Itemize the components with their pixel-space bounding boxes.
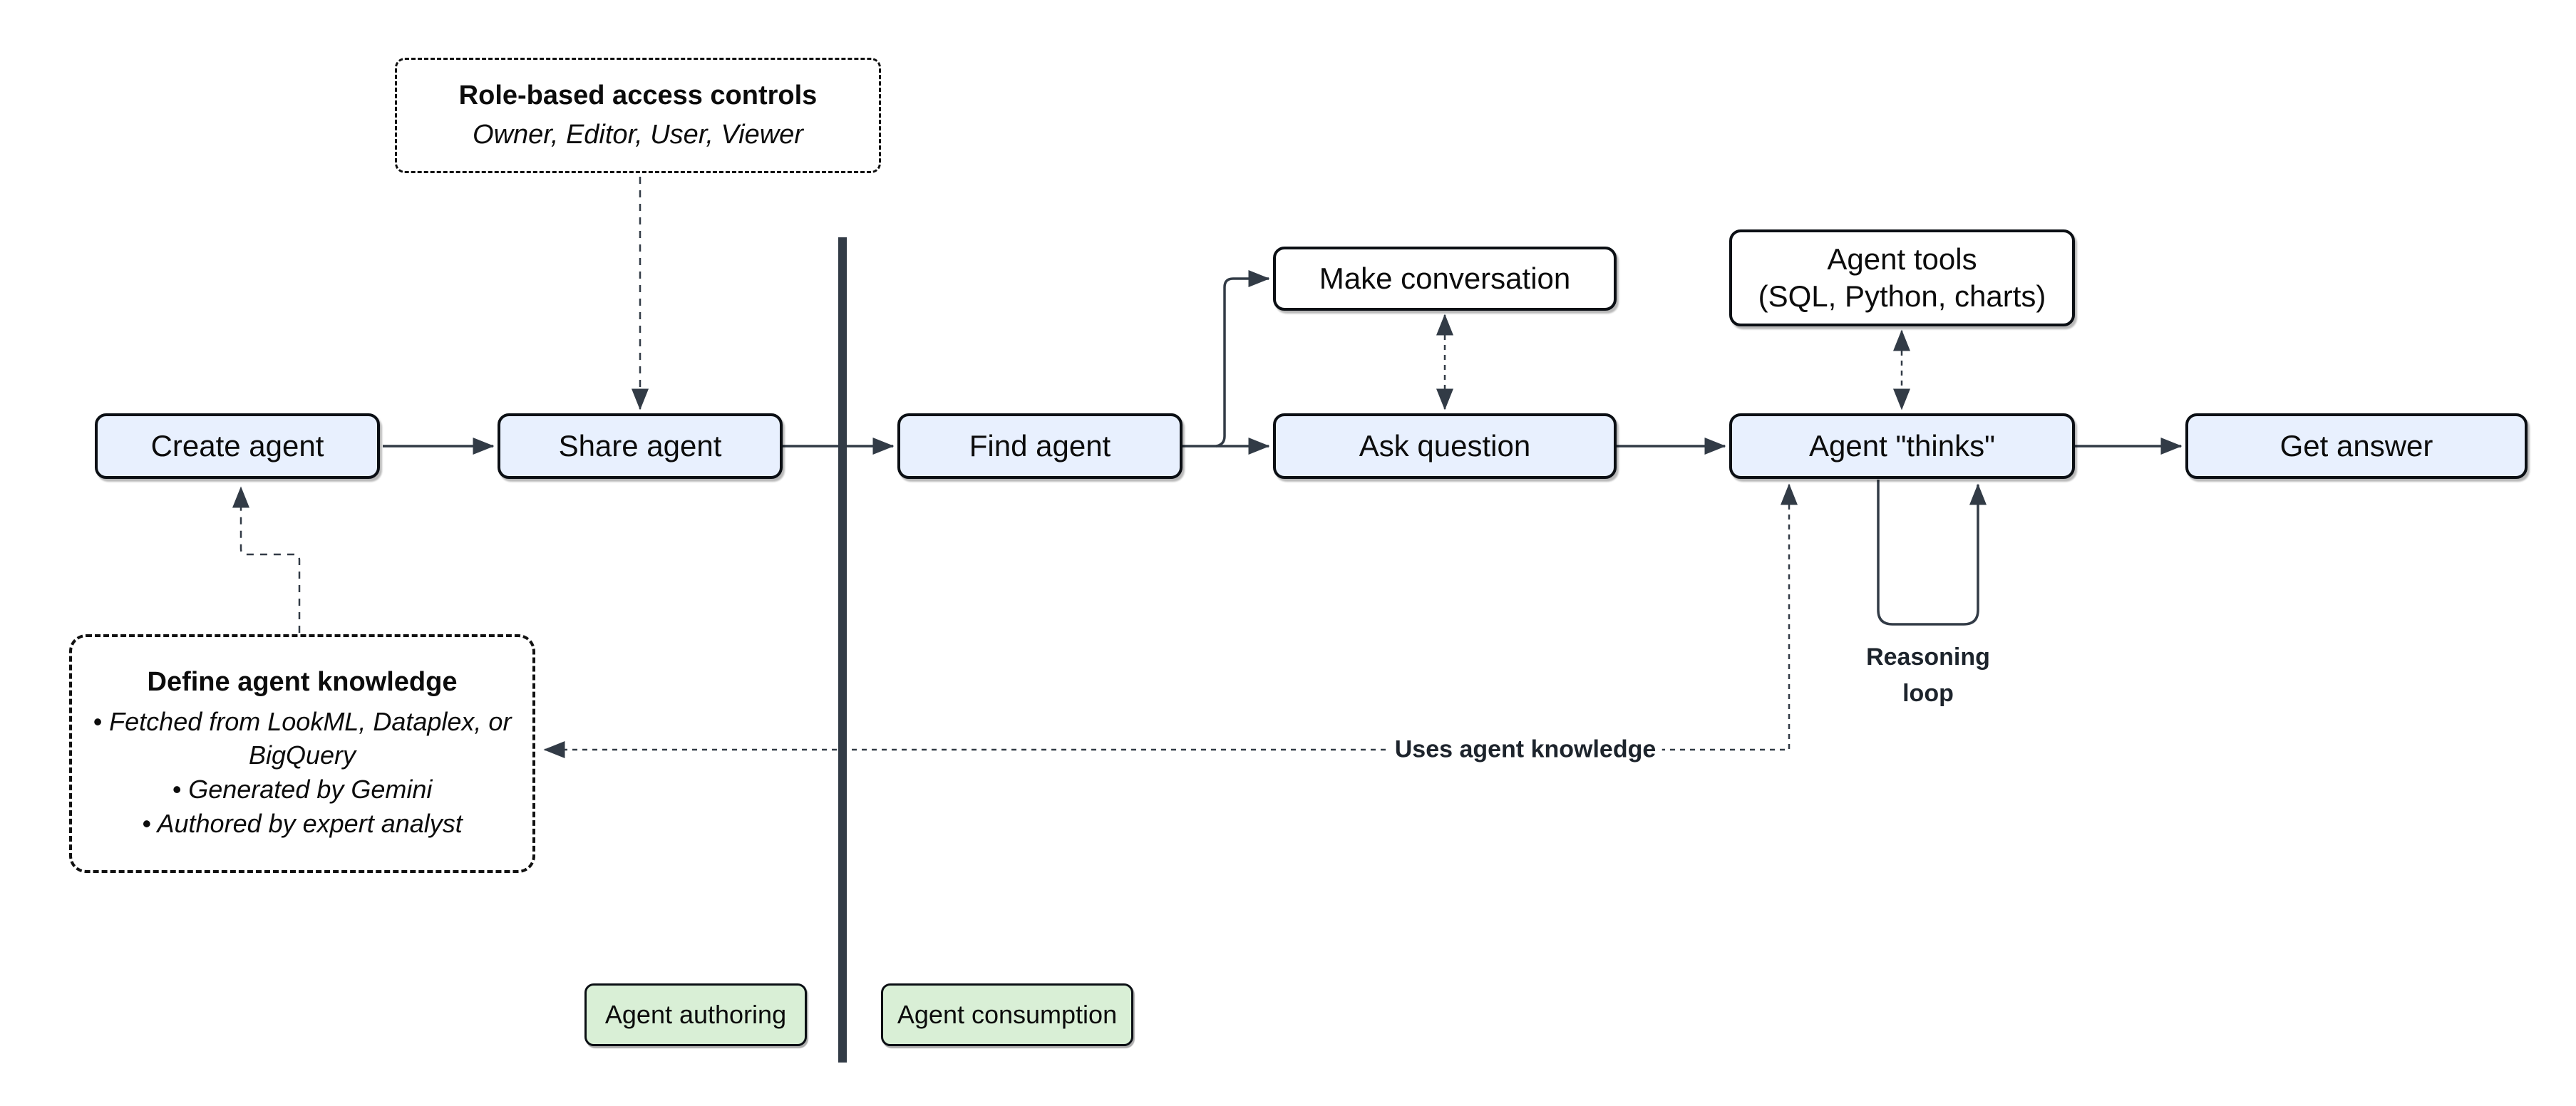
label-reasoning-loop: Reasoning loop	[1866, 639, 1990, 712]
bullet-text: Fetched from LookML, Dataplex, or BigQue…	[109, 706, 512, 770]
node-create-agent: Create agent	[95, 413, 380, 479]
arrow-knowledge-to-create	[232, 486, 301, 633]
bullet-glyph: •	[172, 775, 182, 804]
label-uses-agent-knowledge: Uses agent knowledge	[1389, 731, 1662, 768]
note-role-based-access: Role-based access controls Owner, Editor…	[395, 58, 881, 173]
note-title: Define agent knowledge	[147, 666, 458, 697]
bullet-glyph: •	[93, 706, 103, 736]
zone-agent-authoring: Agent authoring	[584, 983, 807, 1046]
bullet-glyph: •	[142, 808, 151, 838]
note-define-agent-knowledge: Define agent knowledge • Fetched from Lo…	[69, 634, 535, 873]
zone-label: Agent authoring	[604, 1000, 787, 1029]
zone-agent-consumption: Agent consumption	[881, 983, 1133, 1046]
node-label: Share agent	[558, 428, 722, 462]
node-make-conversation: Make conversation	[1273, 247, 1617, 311]
knowledge-bullet: • Authored by expert analyst	[142, 807, 463, 841]
node-label-line1: Agent tools	[1827, 242, 1977, 276]
bullet-text: Generated by Gemini	[188, 775, 433, 804]
arrow-find-to-make-conversation	[1215, 270, 1270, 448]
arrow-uses-agent-knowledge	[543, 483, 1798, 758]
arrow-reasoning-loop	[1877, 480, 1987, 626]
label-line2: loop	[1902, 680, 1954, 707]
knowledge-bullet: • Fetched from LookML, Dataplex, or BigQ…	[91, 705, 514, 772]
node-label: Agent "thinks"	[1809, 428, 1995, 462]
node-share-agent: Share agent	[498, 413, 783, 479]
node-label: Create agent	[150, 428, 324, 462]
note-subtitle: Owner, Editor, User, Viewer	[473, 120, 803, 150]
node-label: Make conversation	[1319, 261, 1571, 295]
note-title: Role-based access controls	[458, 81, 818, 110]
bullet-text: Authored by expert analyst	[157, 808, 463, 838]
label-line1: Reasoning	[1866, 644, 1990, 671]
node-label: Get answer	[2279, 428, 2433, 462]
node-agent-tools: Agent tools (SQL, Python, charts)	[1729, 229, 2075, 326]
node-ask-question: Ask question	[1273, 413, 1617, 479]
node-get-answer: Get answer	[2185, 413, 2528, 479]
node-agent-thinks: Agent "thinks"	[1729, 413, 2075, 479]
node-label-line2: (SQL, Python, charts)	[1758, 279, 2046, 313]
node-label: Find agent	[969, 428, 1111, 462]
node-find-agent: Find agent	[897, 413, 1183, 479]
authoring-consumption-divider	[838, 237, 847, 1063]
knowledge-bullet: • Generated by Gemini	[172, 772, 433, 807]
node-label: Ask question	[1359, 428, 1531, 462]
zone-label: Agent consumption	[897, 1000, 1118, 1029]
